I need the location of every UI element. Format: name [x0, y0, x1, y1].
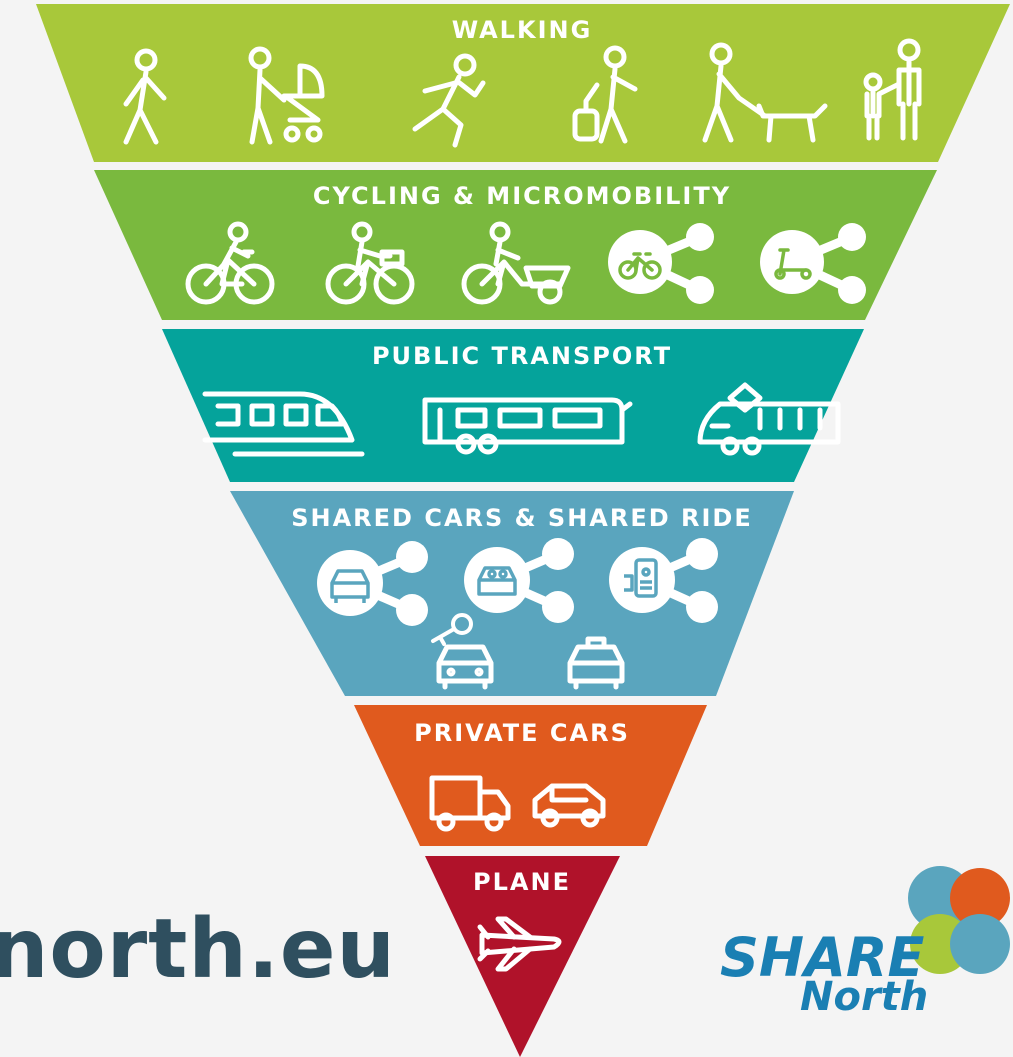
train-icon: [202, 391, 365, 457]
tier-public-transport-label: PUBLIC TRANSPORT: [372, 342, 672, 370]
tier-cycling-label: CYCLING & MICROMOBILITY: [313, 182, 731, 210]
cargo-bike-icon: [461, 221, 571, 305]
parent-child-icon: [863, 38, 922, 141]
share-north-logo: SHARE North: [720, 866, 1010, 1020]
tier-plane-label: PLANE: [473, 868, 571, 896]
tier-plane: PLANE: [425, 856, 620, 1057]
website-url: north.eu: [0, 902, 396, 997]
bus-icon: [422, 397, 633, 455]
shared-scooter-icon: [760, 223, 866, 304]
tier-public-transport-band: [162, 329, 864, 482]
logo-word-north: North: [800, 974, 928, 1020]
stroller-icon: [248, 46, 325, 145]
shared-bike-icon: [608, 223, 714, 304]
city-bike-icon: [325, 221, 415, 305]
tier-shared-cars: SHARED CARS & SHARED RIDE: [230, 491, 794, 696]
tram-icon: [697, 382, 841, 456]
car-icon: [532, 783, 606, 828]
truck-icon: [429, 775, 511, 832]
tier-private-cars-band: [354, 705, 707, 846]
ride-app-icon: [609, 538, 718, 623]
pedestrian-icon: [123, 48, 167, 145]
car-rental-key-icon: [431, 613, 494, 690]
tier-walking: WALKING: [36, 4, 1010, 162]
logo-petal-blue: [950, 914, 1010, 974]
tier-walking-band: [36, 4, 1010, 162]
tier-walking-label: WALKING: [452, 16, 593, 44]
tier-shared-cars-label: SHARED CARS & SHARED RIDE: [291, 504, 753, 532]
cyclist-icon: [185, 221, 275, 305]
traveller-luggage-icon: [572, 45, 638, 144]
carpool-icon: [464, 538, 574, 623]
tier-cycling: CYCLING & MICROMOBILITY: [94, 170, 937, 320]
logo-word-share: SHARE: [720, 926, 924, 989]
tier-cycling-band: [94, 170, 937, 320]
tier-private-cars: PRIVATE CARS: [354, 705, 707, 846]
shared-car-icon: [317, 541, 428, 626]
logo-petal-orange: [950, 868, 1010, 928]
tier-public-transport: PUBLIC TRANSPORT: [162, 329, 864, 482]
dog-walker-icon: [702, 42, 828, 143]
runner-icon: [412, 53, 486, 148]
tier-private-cars-label: PRIVATE CARS: [414, 719, 630, 747]
plane-icon: [477, 916, 562, 972]
taxi-icon: [567, 636, 625, 690]
